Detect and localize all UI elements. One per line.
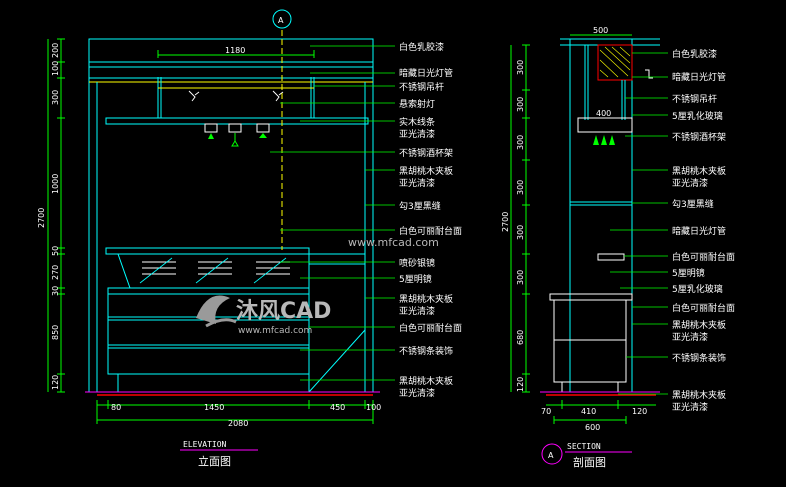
elevation-label-12: 喷砂银镜 (399, 257, 435, 269)
section-label-9: 暗藏日光灯管 (672, 225, 726, 237)
elevation-left-dim-8: 850 (51, 325, 60, 340)
section-bottom-dim-1: 70 (541, 407, 551, 416)
elevation-title-en: ELEVATION (183, 440, 227, 449)
elevation-title-cn: 立面图 (198, 454, 231, 468)
elevation-left-dim-9: 120 (51, 375, 60, 390)
section-label-7: 亚光清漆 (672, 177, 708, 189)
section-bottom-dim-3: 120 (632, 407, 647, 416)
elevation-label-15: 亚光清漆 (399, 305, 435, 317)
elevation-left-dim-1: 200 (51, 43, 60, 58)
section-left-dim-6: 300 (516, 270, 525, 285)
elevation-label-5: 实木线条 (399, 116, 435, 128)
section-label-4: 5厘乳化玻璃 (672, 110, 723, 122)
section-label-1: 白色乳胶漆 (672, 48, 717, 60)
elevation-label-7: 不锈钢酒杯架 (399, 147, 453, 159)
watermark-url-top: www.mfcad.com (348, 236, 439, 249)
elevation-left-dim-5: 50 (51, 246, 60, 256)
elevation-bottom-dim-1: 80 (111, 403, 121, 412)
section-view: 500 400 300 300 300 300 300 300 680 120 … (501, 26, 735, 469)
elevation-left-dim-6: 270 (51, 265, 60, 280)
elevation-left-dim-3: 300 (51, 90, 60, 105)
section-label-3: 不锈钢吊杆 (672, 93, 717, 105)
elevation-total-height: 2700 (37, 208, 46, 228)
section-label-15: 亚光清漆 (672, 331, 708, 343)
elevation-label-10: 勾3厘黑缝 (399, 200, 441, 212)
watermark: www.mfcad.com 沐风CAD www.mfcad.com (196, 236, 439, 336)
elevation-bottom-dim-3: 450 (330, 403, 345, 412)
elevation-label-14: 黑胡桃木夹板 (399, 293, 453, 305)
section-total-height: 2700 (501, 212, 510, 232)
elevation-left-dim-7: 30 (51, 286, 60, 296)
section-label-12: 5厘乳化玻璃 (672, 283, 723, 295)
elevation-label-13: 5厘明镜 (399, 273, 432, 285)
section-label-14: 黑胡桃木夹板 (672, 319, 726, 331)
section-top-dim: 500 (593, 26, 608, 35)
section-total-width: 600 (585, 423, 600, 432)
elevation-label-19: 亚光清漆 (399, 387, 435, 399)
elevation-label-11: 白色可丽耐台面 (399, 225, 462, 237)
elevation-label-4: 悬索射灯 (399, 98, 435, 110)
elevation-label-9: 亚光清漆 (399, 177, 435, 189)
section-left-dim-3: 300 (516, 135, 525, 150)
section-label-5: 不锈钢酒杯架 (672, 131, 726, 143)
elevation-label-17: 不锈钢条装饰 (399, 345, 453, 357)
section-marker-label: A (278, 16, 284, 25)
section-left-dim-5: 300 (516, 225, 525, 240)
section-title-cn: 剖面图 (573, 455, 606, 469)
section-label-17: 黑胡桃木夹板 (672, 389, 726, 401)
section-marker-label: A (548, 451, 554, 460)
elevation-left-dim-4: 1000 (51, 174, 60, 194)
elevation-total-width: 2080 (228, 419, 248, 428)
section-label-13: 白色可丽耐台面 (672, 302, 735, 314)
section-label-6: 黑胡桃木夹板 (672, 165, 726, 177)
section-title-en: SECTION (567, 442, 601, 451)
section-bottom-dim-2: 410 (581, 407, 596, 416)
section-label-18: 亚光清漆 (672, 401, 708, 413)
watermark-url-bottom: www.mfcad.com (238, 326, 312, 336)
elevation-bottom-dim-2: 1450 (204, 403, 224, 412)
section-left-dim-2: 300 (516, 97, 525, 112)
elevation-label-18: 黑胡桃木夹板 (399, 375, 453, 387)
section-left-dim-8: 120 (516, 377, 525, 392)
section-label-11: 5厘明镜 (672, 267, 705, 279)
elevation-label-6: 亚光清漆 (399, 128, 435, 140)
elevation-view: A 1180 200 100 300 1000 50 270 30 850 12… (37, 9, 462, 468)
section-label-16: 不锈钢条装饰 (672, 352, 726, 364)
elevation-label-1: 白色乳胶漆 (399, 41, 444, 53)
elevation-left-dim-2: 100 (51, 61, 60, 76)
section-left-dim-4: 300 (516, 180, 525, 195)
section-left-dim-7: 680 (516, 330, 525, 345)
section-label-8: 勾3厘黑缝 (672, 198, 714, 210)
section-inner-dim: 400 (596, 109, 611, 118)
watermark-logo-icon (196, 295, 237, 328)
elevation-label-2: 暗藏日光灯管 (399, 67, 453, 79)
elevation-top-dim: 1180 (225, 46, 245, 55)
elevation-label-16: 白色可丽耐台面 (399, 322, 462, 334)
elevation-bottom-dim-4: 100 (366, 403, 381, 412)
elevation-label-3: 不锈钢吊杆 (399, 81, 444, 93)
section-marker-circle (272, 9, 292, 29)
section-label-10: 白色可丽耐台面 (672, 251, 735, 263)
section-left-dim-1: 300 (516, 60, 525, 75)
section-label-2: 暗藏日光灯管 (672, 71, 726, 83)
elevation-label-8: 黑胡桃木夹板 (399, 165, 453, 177)
watermark-brand: 沐风CAD (236, 299, 331, 324)
section-marker-circle (541, 443, 563, 465)
